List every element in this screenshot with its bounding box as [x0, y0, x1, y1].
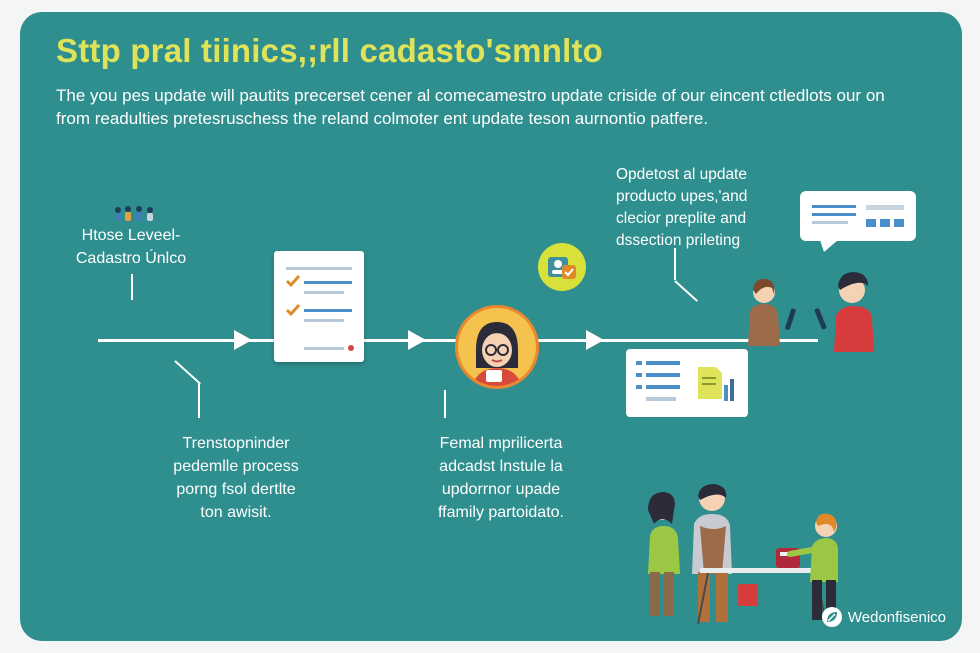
step-text: porng fsol dertlte [176, 481, 296, 498]
step-text: Femal mprilicerta [439, 435, 563, 452]
people-group-icon [115, 206, 153, 221]
step-text: dssection prileting [616, 232, 741, 249]
text-line [304, 319, 344, 322]
woman-icon [472, 322, 522, 386]
step-label-update: Opdetost al update producto upes,'and cl… [616, 164, 806, 252]
timeline-arrow [234, 330, 252, 350]
block [894, 219, 904, 227]
step-text: pedemlle process [173, 458, 299, 475]
brand-logo: Wedonfisenico [821, 607, 946, 627]
speech-bubble [800, 191, 916, 241]
subtitle-line: from readulties pretesruschess the relan… [56, 109, 709, 128]
text-line [636, 373, 642, 377]
red-dot [348, 345, 354, 351]
connector-line [674, 280, 698, 302]
step-text: ffamily partoidato. [438, 504, 564, 521]
step-text: adcadst lnstule la [439, 458, 563, 475]
text-line [812, 205, 856, 208]
connector-line [198, 382, 200, 418]
connector-line [174, 360, 201, 385]
step-text: Trenstopninder [182, 435, 290, 452]
text-line [286, 267, 352, 270]
block [866, 219, 876, 227]
bubble-tail [820, 240, 838, 252]
checkmark-icon [285, 304, 301, 317]
text-line [866, 205, 904, 210]
text-line [636, 361, 642, 365]
step-text: producto upes,'and [616, 188, 748, 205]
text-line [304, 281, 352, 284]
step-text: Opdetost al update [616, 166, 747, 183]
document-chart-icon [698, 367, 734, 401]
dashboard-card [626, 349, 748, 417]
block [880, 219, 890, 227]
step-label-process: Trenstopninder pedemlle process porng fs… [151, 432, 321, 524]
connector-line [444, 390, 446, 418]
text-line [646, 385, 680, 389]
checkmark-icon [285, 275, 301, 288]
step-label-register: Htose Leveel- Cadastro Únlco [66, 224, 196, 270]
brand-name: Wedonfisenico [847, 608, 946, 626]
infographic-card: Sttp pral tiinics,;rll cadasto'smnlto Th… [20, 12, 962, 641]
text-line [646, 397, 676, 401]
subtitle: The you pes update will pautits precerse… [56, 84, 936, 130]
step-text: ton awisit. [200, 504, 272, 521]
text-line [304, 309, 352, 312]
connector-line [131, 274, 133, 300]
woman-avatar [455, 305, 539, 389]
timeline-arrow [408, 330, 426, 350]
step-text: Htose Leveel- [81, 227, 181, 244]
text-line [812, 213, 856, 216]
step-text: Cadastro Únlco [75, 250, 187, 267]
subtitle-line: The you pes update will pautits precerse… [56, 86, 885, 105]
checklist-document [274, 251, 364, 362]
step-text: clecior preplite and [616, 210, 747, 227]
connector-line [674, 248, 676, 280]
text-line [646, 373, 680, 377]
profile-update-icon [548, 257, 576, 279]
step-label-family: Femal mprilicerta adcadst lnstule la upd… [418, 432, 584, 524]
brand-mark-icon [821, 607, 842, 627]
badge-circle [538, 243, 586, 291]
text-line [646, 361, 680, 365]
timeline-arrow [586, 330, 604, 350]
text-line [812, 221, 848, 224]
text-line [304, 347, 344, 350]
text-line [636, 385, 642, 389]
step-text: updorrnor upade [441, 481, 561, 498]
people-talking-illustration [748, 272, 874, 352]
text-line [304, 291, 344, 294]
page-title: Sttp pral tiinics,;rll cadasto'smnlto [56, 32, 604, 69]
leaf-icon [826, 612, 837, 622]
family-illustration [648, 484, 838, 625]
